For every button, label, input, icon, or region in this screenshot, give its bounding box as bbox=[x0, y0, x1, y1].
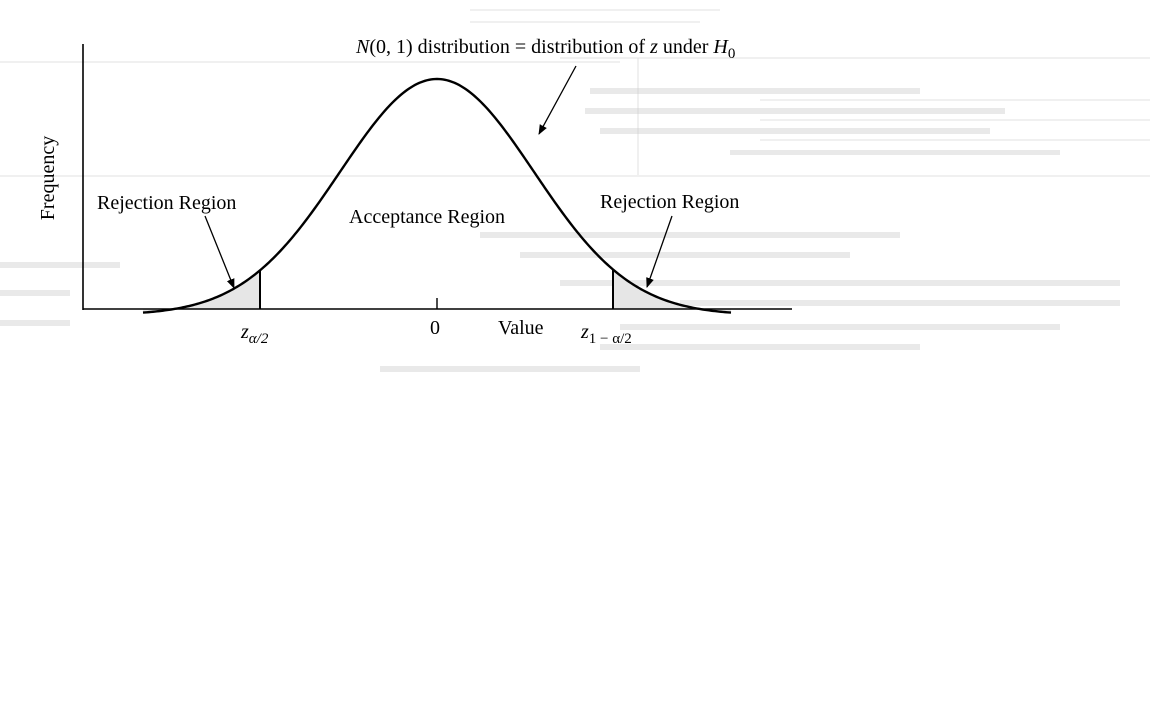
right-critical-label: z1 − α/2 bbox=[581, 321, 632, 347]
left-critical-subscript: α/2 bbox=[248, 331, 269, 347]
right-rejection-label: Rejection Region bbox=[600, 191, 740, 213]
title-middle: distribution = distribution of bbox=[412, 36, 651, 58]
distribution-title: N(0, 1) distribution = distribution of z… bbox=[356, 36, 735, 62]
x-axis-label: Value bbox=[498, 317, 544, 339]
title-n: N bbox=[356, 36, 370, 58]
acceptance-label: Acceptance Region bbox=[349, 206, 506, 228]
zero-tick-label: 0 bbox=[430, 317, 440, 339]
right-critical-subscript: 1 − α/2 bbox=[588, 331, 632, 347]
left-rejection-label: Rejection Region bbox=[97, 192, 237, 214]
left-critical-label: zα/2 bbox=[241, 321, 268, 347]
title-hypothesis-subscript: 0 bbox=[727, 46, 736, 62]
title-under: under bbox=[657, 36, 714, 58]
right-critical-var: z bbox=[581, 321, 589, 343]
left-rejection-arrow bbox=[204, 215, 235, 289]
right-rejection-arrow bbox=[646, 215, 673, 288]
left-rejection-area bbox=[143, 270, 260, 313]
title-variable: z bbox=[650, 36, 658, 58]
y-axis-label: Frequency bbox=[37, 135, 59, 221]
title-arrow bbox=[538, 65, 577, 135]
right-rejection-area bbox=[613, 269, 731, 313]
normal-curve bbox=[142, 77, 732, 314]
left-critical-var: z bbox=[241, 321, 249, 343]
title-args: (0, 1) bbox=[369, 36, 413, 58]
title-hypothesis: H bbox=[713, 36, 728, 58]
